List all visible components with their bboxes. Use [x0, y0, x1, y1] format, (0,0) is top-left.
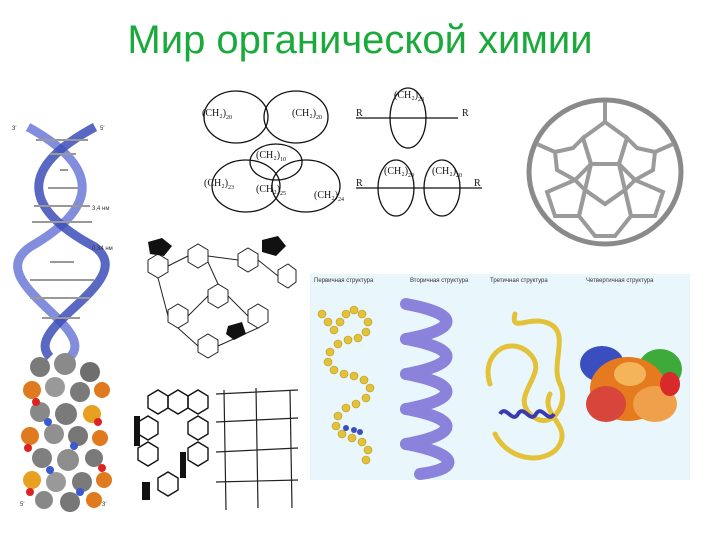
molecular-network-top-drawing [147, 236, 297, 359]
ring-subscript: 23 [228, 185, 235, 191]
catenane-drawing [203, 87, 482, 217]
dna-label-3prime-bottom-right: 3' [102, 502, 107, 508]
ring-subscript: 23 [418, 97, 425, 103]
protein-heading-primary: Первичная структура [314, 278, 374, 284]
molecular-network-top [128, 230, 300, 378]
fullerene-illustration [515, 92, 695, 252]
ring-label-9: (CH₂)20 [432, 166, 463, 180]
ring-label-8: (CH₂)20 [384, 166, 415, 180]
ring-subscript: 25 [280, 191, 287, 197]
protein-structure-panel: Первичная структура Вторичная структура … [310, 274, 690, 480]
ring-label-r1: R [356, 108, 363, 119]
dna-label-3prime-top-left: 3' [12, 126, 17, 132]
ring-label-2: (CH₂)20 [292, 108, 323, 122]
ring-subscript: 20 [316, 115, 323, 121]
dna-label-5prime-top-right: 5' [100, 126, 105, 132]
slide-title: Мир органической химии [127, 18, 593, 62]
ring-label-5: (CH₂)23 [204, 178, 235, 192]
ring-label-r3: R [356, 178, 363, 189]
ring-label-7: (CH₂)24 [314, 190, 345, 204]
ring-subscript: 10 [280, 157, 287, 163]
ring-label-r2: R [462, 108, 469, 119]
protein-heading-secondary: Вторичная структура [410, 278, 469, 284]
ring-subscript: 20 [226, 115, 233, 121]
ring-label-1: (CH₂)20 [202, 108, 233, 122]
dna-helix-drawing [10, 122, 122, 514]
dna-label-pitch: 3,4 нм [92, 206, 110, 212]
dna-label-base-spacing: 0,34 нм [92, 246, 113, 252]
ring-subscript: 20 [408, 173, 415, 179]
ring-label-r4: R [474, 178, 481, 189]
ring-label-4: (CH₂)10 [256, 150, 287, 164]
ring-subscript: 20 [456, 173, 463, 179]
ring-label-6: (CH₂)25 [256, 184, 287, 198]
protein-heading-quaternary: Четвертичная структура [586, 278, 654, 284]
protein-heading-tertiary: Третичная структура [490, 278, 548, 284]
fullerene-drawing [526, 97, 684, 247]
dna-helix-illustration: 3' 5' 3,4 нм 0,34 нм 5' 3' [10, 122, 122, 514]
protein-structure-drawing [310, 274, 690, 480]
ring-label-3: (CH₂)23 [394, 90, 425, 104]
catenane-scheme: (CH₂)20 (CH₂)20 R (CH₂)23 R (CH₂)10 (CH₂… [196, 82, 486, 222]
ring-subscript: 24 [338, 197, 345, 203]
molecular-network-bottom [128, 382, 300, 514]
molecular-network-bottom-drawing [134, 387, 299, 511]
dna-label-5prime-bottom-left: 5' [20, 502, 25, 508]
